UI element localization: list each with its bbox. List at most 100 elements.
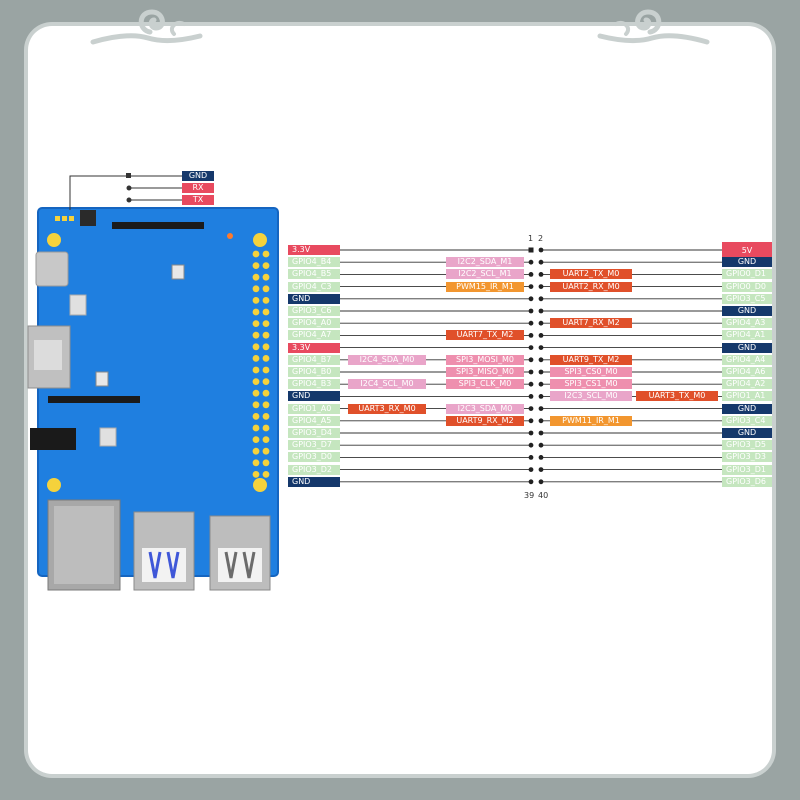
board-pin xyxy=(262,413,270,420)
pin-label-right: GND xyxy=(722,342,772,353)
gpio-header-pins xyxy=(252,250,270,478)
pin-label-left: GPIO4_C3 xyxy=(288,281,340,292)
header-pin-node xyxy=(538,247,544,253)
header-pin-node xyxy=(528,259,534,265)
header-pin-node xyxy=(538,394,544,399)
board-pin xyxy=(252,366,260,374)
debug-label-rx: RX xyxy=(182,183,214,193)
header-pin-node xyxy=(538,296,544,302)
board-pin xyxy=(262,250,270,258)
board-pin xyxy=(252,389,260,397)
led xyxy=(227,233,233,239)
pin-label-left: GND xyxy=(288,391,340,402)
pin-label-left: GPIO3_D2 xyxy=(288,464,340,475)
connector xyxy=(99,427,117,447)
pin-label-right: GPIO0_D1 xyxy=(722,269,772,280)
pin-number-1: 1 xyxy=(528,234,534,243)
board-pin xyxy=(252,436,260,443)
debug-wire-node xyxy=(126,173,131,178)
pin-label-right: GPIO1_A1 xyxy=(722,391,772,402)
pin-label-left: GPIO4_B0 xyxy=(288,367,340,377)
board-pin xyxy=(262,273,270,281)
pin-label-left: GPIO4_A7 xyxy=(288,330,340,341)
header-pin-node xyxy=(538,308,544,314)
pin-label-right: GPIO3_C5 xyxy=(722,293,772,304)
pin-label-right: GPIO3_D5 xyxy=(722,440,772,451)
board-pin xyxy=(252,250,260,258)
pin-label-right: GPIO4_A2 xyxy=(722,379,772,390)
ethernet-port xyxy=(54,506,114,584)
pin-label-left: 3.3V xyxy=(288,342,340,353)
fpc-connector xyxy=(112,222,204,229)
pin-label-left: GPIO4_B3 xyxy=(288,379,340,390)
usb-port xyxy=(148,551,180,579)
header-pin-node xyxy=(528,272,534,277)
pin-label-left: GPIO4_A0 xyxy=(288,318,340,329)
header-pin-node xyxy=(538,430,544,436)
header-pin-node xyxy=(528,308,534,314)
function-label: UART9_TX_M2 xyxy=(550,354,632,365)
header-pin-node xyxy=(528,296,534,302)
pin-label-left: GPIO3_D4 xyxy=(288,428,340,438)
function-label: I2C3_SDA_M0 xyxy=(446,403,524,414)
header-pin-node xyxy=(538,418,544,424)
board-pin xyxy=(252,285,260,293)
pin-label-right: GND xyxy=(722,428,772,438)
function-label: UART2_TX_M0 xyxy=(550,269,632,280)
button xyxy=(95,371,109,387)
debug-pad xyxy=(55,216,60,221)
function-label: PWM11_IR_M1 xyxy=(550,415,632,426)
board-pin xyxy=(262,285,270,293)
pin-label-left: GPIO4_B4 xyxy=(288,257,340,268)
pin-label-left: GPIO4_B5 xyxy=(288,269,340,280)
header-pin-node xyxy=(528,406,534,411)
button xyxy=(171,264,185,280)
pin-label-right: GPIO3_D1 xyxy=(722,464,772,475)
header-pin-node xyxy=(538,381,544,387)
debug-wire-node xyxy=(126,185,132,191)
pin-label-right: GND xyxy=(722,306,772,316)
header-pin-node xyxy=(538,406,544,411)
board-pin xyxy=(262,331,270,339)
header-pin-node xyxy=(538,467,544,472)
pin-label-left: GND xyxy=(288,476,340,487)
header-pin-node xyxy=(528,394,534,399)
header-pin-node xyxy=(528,247,534,253)
function-label: I2C2_SDA_M1 xyxy=(446,257,524,268)
sd-card-slot xyxy=(34,340,62,370)
header-pin-node xyxy=(528,455,534,460)
header-pin-node xyxy=(538,479,544,485)
board-pin xyxy=(252,331,260,339)
header-pin-node xyxy=(528,479,534,485)
mount-hole xyxy=(47,478,61,492)
function-label: SPI3_MISO_M0 xyxy=(446,367,524,377)
header-pin-node xyxy=(538,442,544,448)
header-pin-node xyxy=(538,272,544,277)
debug-wire xyxy=(128,175,182,201)
header-pin-node xyxy=(538,455,544,460)
debug-pad xyxy=(69,216,74,221)
board-pin xyxy=(262,424,270,432)
board-pin xyxy=(252,320,260,327)
header-pin-node xyxy=(528,357,534,363)
function-label: UART3_RX_M0 xyxy=(348,403,426,414)
function-label: UART3_TX_M0 xyxy=(636,391,718,402)
header-pin-node xyxy=(528,345,534,350)
pin-label-right: GPIO3_D6 xyxy=(722,476,772,487)
function-label: SPI3_CS1_M0 xyxy=(550,379,632,390)
board-pin xyxy=(262,436,270,443)
board-pin xyxy=(262,320,270,327)
board-pin xyxy=(262,366,270,374)
board-pin xyxy=(252,471,260,478)
function-label: UART9_RX_M2 xyxy=(446,415,524,426)
board-pin xyxy=(252,308,260,316)
cloud-ornament-left-icon xyxy=(90,9,203,45)
pin-label-right: GND xyxy=(722,257,772,268)
board-pin xyxy=(262,355,270,362)
board-pin xyxy=(252,273,260,281)
board-pin xyxy=(252,297,260,304)
board-pin xyxy=(262,297,270,304)
function-label: UART7_TX_M2 xyxy=(446,330,524,341)
function-label: SPI3_CS0_M0 xyxy=(550,367,632,377)
header-pin-node xyxy=(528,430,534,436)
